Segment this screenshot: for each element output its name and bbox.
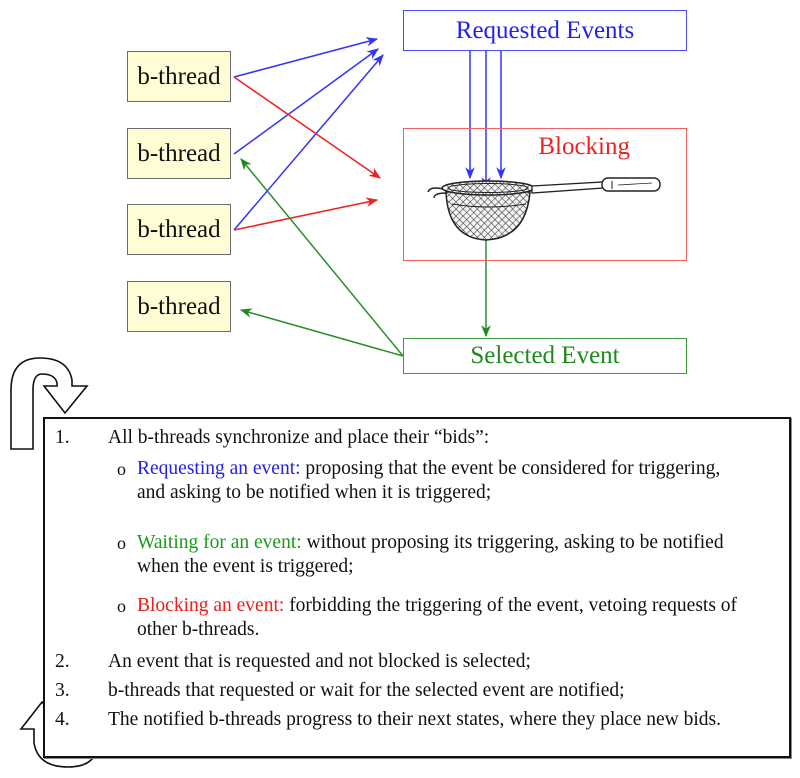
blocking-box: Blocking	[403, 128, 687, 261]
bullet-marker: o	[117, 596, 126, 616]
strainer-icon	[427, 177, 661, 241]
selected-event-label: Selected Event	[470, 342, 620, 369]
requested-events-box: Requested Events	[403, 10, 687, 51]
bthread-label: b-thread	[137, 292, 221, 320]
bullet-text: without proposing its triggering, asking…	[301, 532, 724, 553]
bullet-line: Waiting for an event: without proposing …	[137, 531, 724, 555]
bullet-label-blocking: Blocking an event:	[137, 595, 285, 616]
bullet-line: Blocking an event: forbidding the trigge…	[137, 594, 737, 618]
block-arrow	[233, 76, 381, 179]
request-arrow	[233, 37, 379, 78]
bullet-text-continued: other b-threads.	[137, 619, 260, 640]
step-text: b-threads that requested or wait for the…	[108, 680, 625, 701]
step-number: 3.	[55, 680, 70, 701]
bullet-label-waiting: Waiting for an event:	[137, 532, 302, 553]
steps-box	[43, 417, 791, 758]
bthread-box: b-thread	[127, 128, 231, 179]
step-text: An event that is requested and not block…	[108, 651, 531, 672]
step-number: 1.	[55, 427, 70, 448]
bullet-marker: o	[117, 533, 126, 553]
bthread-box: b-thread	[127, 281, 231, 332]
notify-arrow	[239, 308, 404, 357]
notify-arrow	[240, 158, 404, 357]
step-number: 4.	[55, 709, 70, 730]
request-arrow	[233, 54, 384, 231]
step-text: The notified b-threads progress to their…	[108, 709, 721, 730]
requested-events-label: Requested Events	[455, 16, 635, 44]
bullet-label-requesting: Requesting an event:	[137, 458, 301, 479]
bthread-label: b-thread	[137, 62, 221, 90]
curved-arrow-down-icon	[10, 357, 89, 450]
bullet-marker: o	[117, 459, 126, 479]
bthread-label: b-thread	[137, 215, 221, 243]
bthread-label: b-thread	[137, 139, 221, 167]
step-number: 2.	[55, 651, 70, 672]
bullet-text: forbidding the triggering of the event, …	[284, 595, 738, 616]
selected-event-box: Selected Event	[403, 338, 687, 374]
bullet-line: Requesting an event: proposing that the …	[137, 457, 720, 481]
bullet-text-continued: when the event is triggered;	[137, 556, 354, 577]
bullet-text-continued: and asking to be notified when it is tri…	[137, 482, 492, 503]
request-arrow	[233, 48, 379, 155]
bthread-box: b-thread	[127, 51, 231, 102]
bullet-text: proposing that the event be considered f…	[300, 458, 721, 479]
step-text: All b-threads synchronize and place thei…	[108, 427, 490, 448]
bthread-box: b-thread	[127, 204, 231, 255]
block-arrow	[233, 197, 379, 231]
blocking-label: Blocking	[538, 133, 630, 160]
